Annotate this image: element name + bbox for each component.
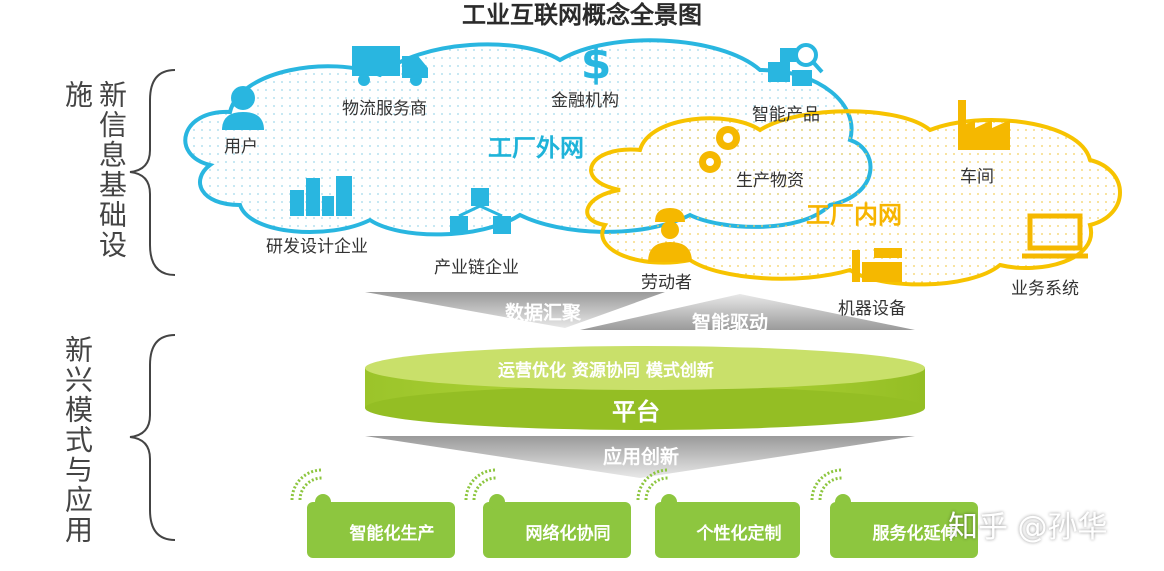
machine-icon [852,248,902,282]
app-button-smart-production[interactable]: 智能化生产 [349,524,435,544]
platform-top-text: 运营优化 资源协同 模式创新 [498,361,714,381]
label-materials: 生产物资 [736,171,804,191]
internal-network-title: 工厂内网 [806,201,902,229]
platform-name: 平台 [612,398,660,426]
factory-icon [958,100,1010,150]
app-button-personalized-customization[interactable]: 个性化定制 [696,524,782,544]
signal-icons [290,468,843,501]
platform-bottom [365,386,925,430]
label-new-modes-apps: 新兴模式与应用 [61,335,94,545]
external-network-title: 工厂外网 [488,134,584,162]
arrow-smart-drive [580,294,915,330]
label-business-system: 业务系统 [1011,279,1079,299]
label-supply-chain: 产业链企业 [434,258,519,278]
label-finance: 金融机构 [551,91,619,111]
label-new-infrastructure: 新信息基础设施 [61,80,128,260]
label-machinery: 机器设备 [838,299,906,319]
platform-top [365,346,925,390]
app-button-network-collaboration[interactable]: 网络化协同 [525,524,611,544]
brace-top [129,69,176,276]
label-smart-product: 智能产品 [752,105,820,125]
label-user: 用户 [224,137,258,157]
app-button-service-extension[interactable]: 服务化延伸 [872,524,958,544]
app-buttons [307,502,978,558]
watermark: 知乎 @孙华 [948,510,1108,545]
worker-icon [648,208,692,262]
label-worker: 劳动者 [641,273,692,293]
brace-bottom [129,334,176,541]
svg-text:$: $ [581,38,612,89]
chain-cubes-icon [450,188,511,234]
signal-dots [315,494,851,510]
dollar-icon: $ [581,38,612,89]
label-workshop: 车间 [960,167,994,187]
page-title: 工业互联网概念全景图 [462,1,702,29]
smart-product-icon [768,43,824,86]
buildings-icon [290,176,352,216]
label-logistics: 物流服务商 [342,99,427,119]
label-rnd-enterprise: 研发设计企业 [266,237,368,257]
gears-icon [699,126,740,173]
user-icon [222,86,264,130]
arrow-label-app-innovation: 应用创新 [603,446,680,468]
truck-icon [352,46,428,86]
arrow-app-innovation [365,436,915,478]
arrow-label-data-aggregation: 数据汇聚 [505,302,582,324]
laptop-icon [1022,213,1088,259]
arrow-data-aggregation [365,292,665,328]
arrow-label-smart-drive: 智能驱动 [692,312,769,334]
